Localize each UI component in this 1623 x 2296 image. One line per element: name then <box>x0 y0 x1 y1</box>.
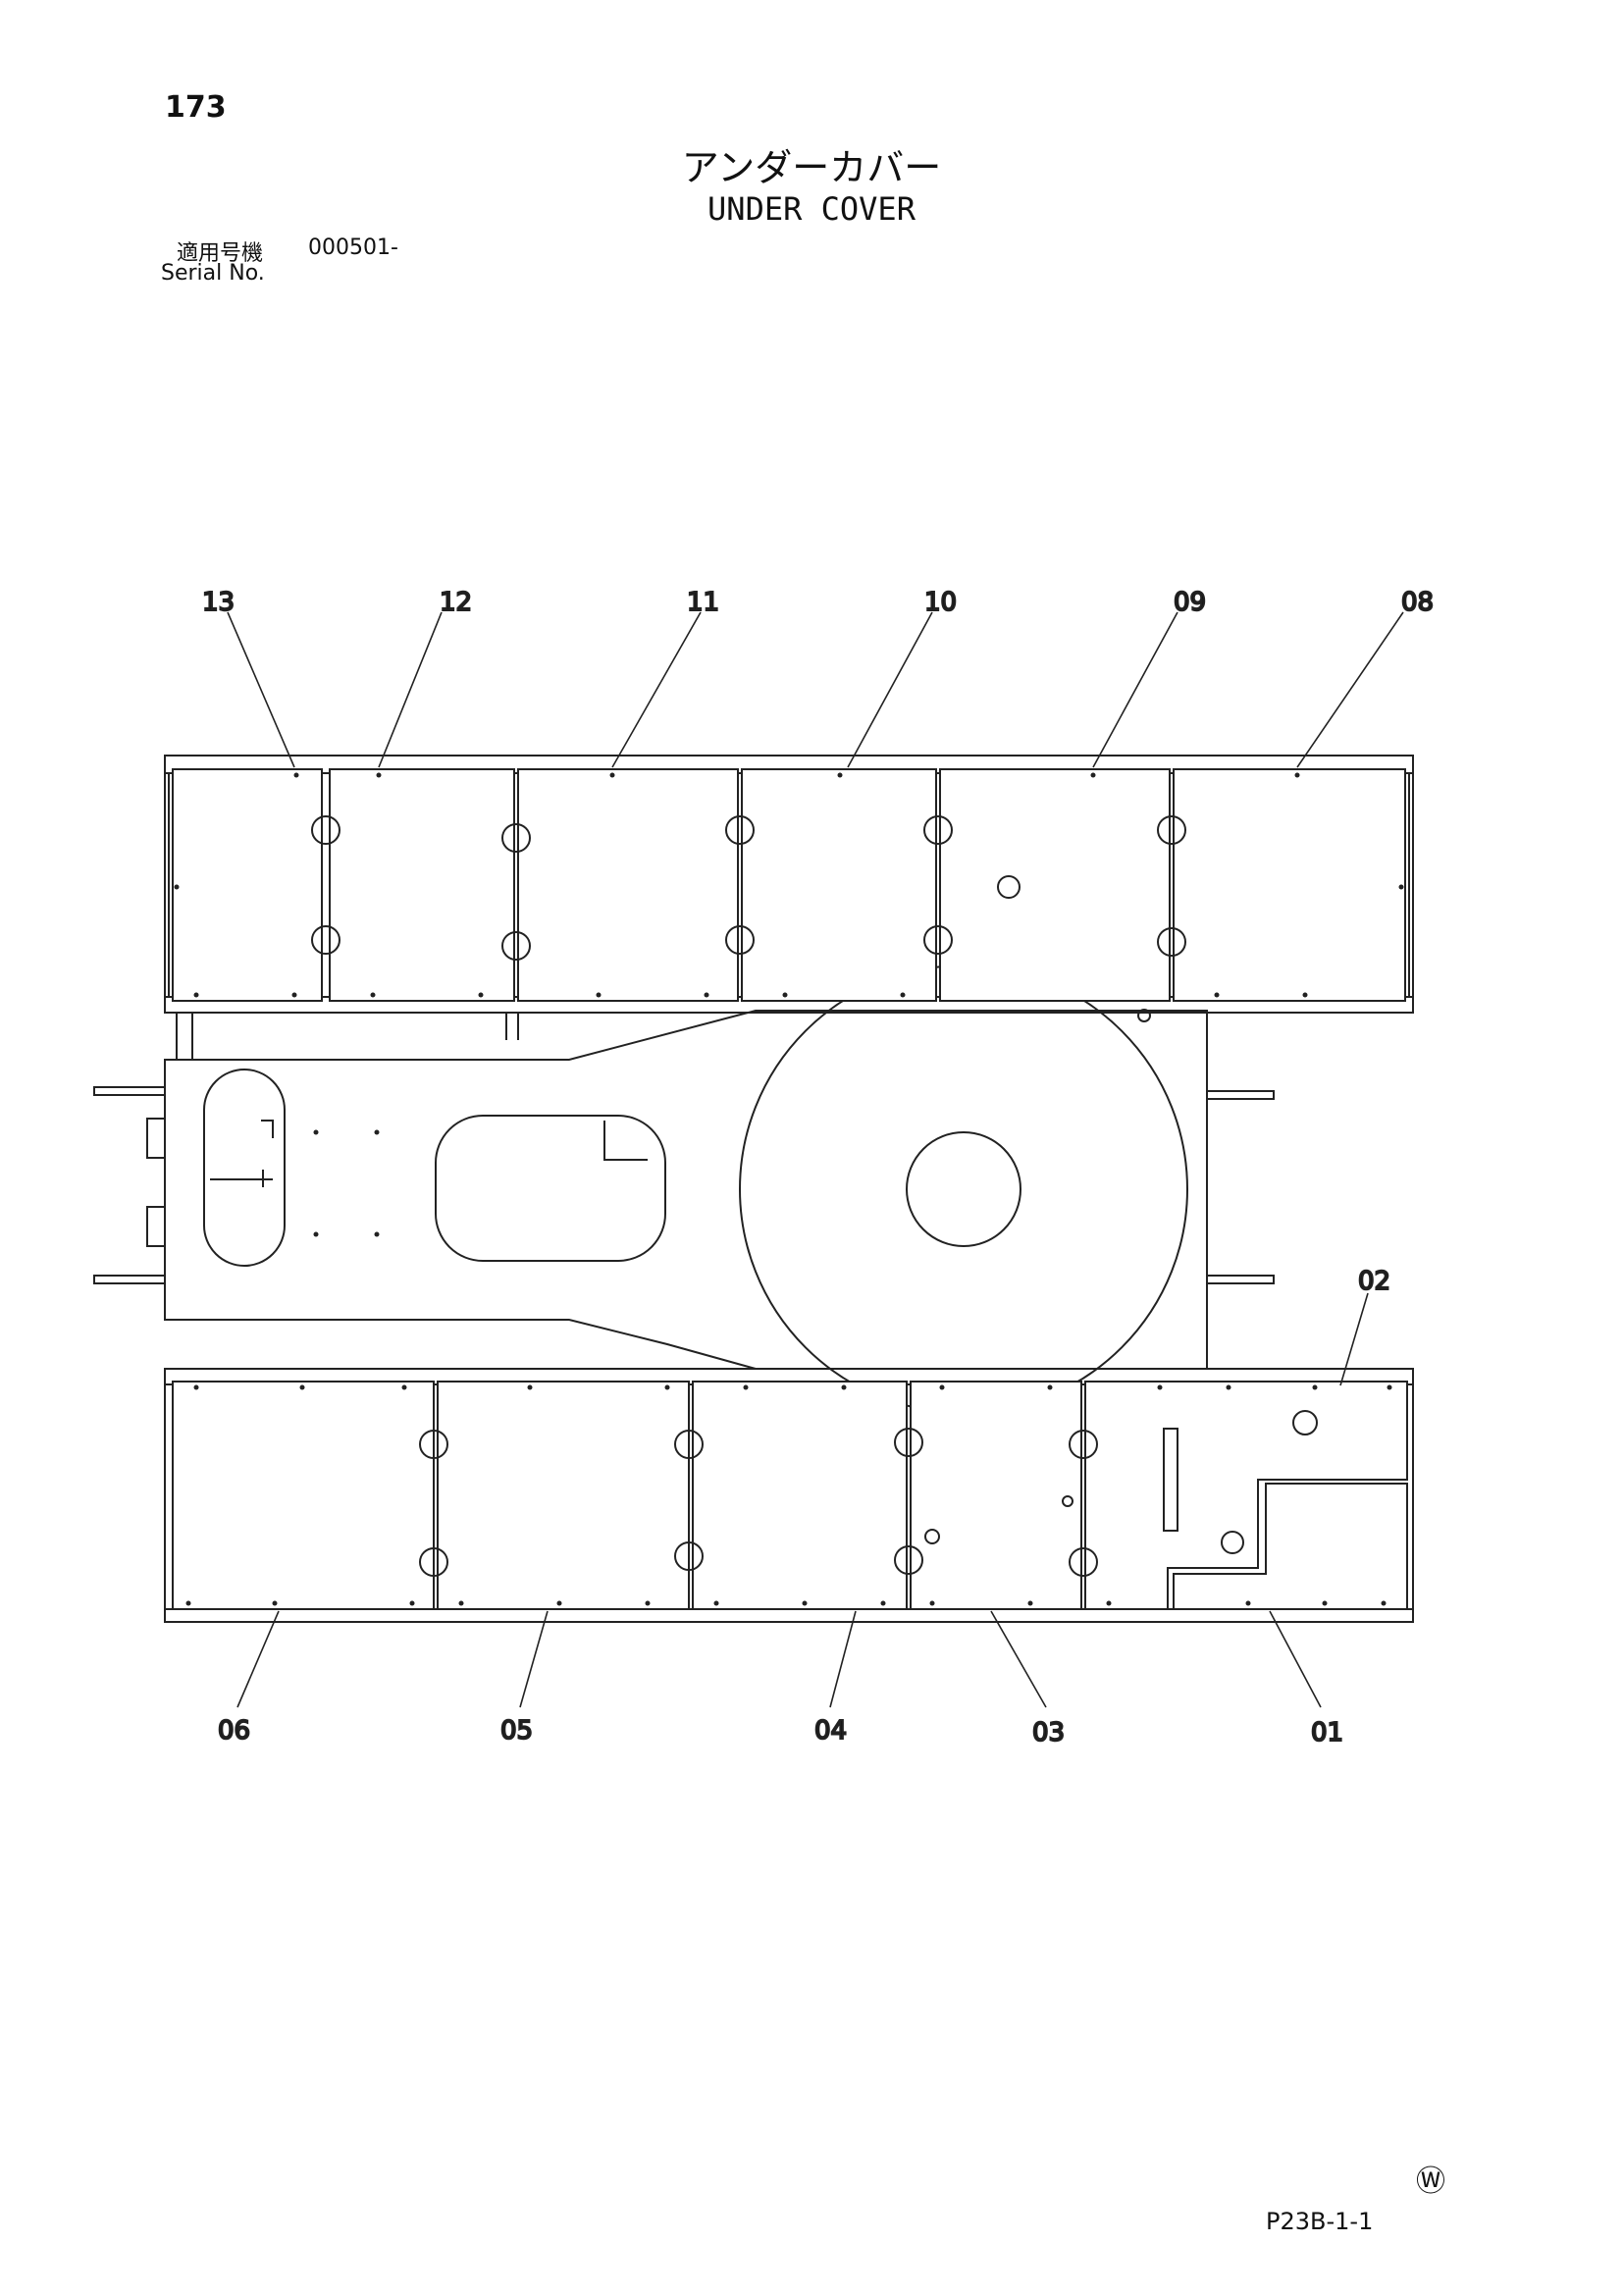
cover-panel-13 <box>172 768 323 1002</box>
cover-panel-03 <box>910 1381 1082 1610</box>
title-english: UNDER COVER <box>707 190 916 228</box>
callout-09: 09 <box>1174 588 1206 617</box>
manufacturer-mark: Ⓦ <box>1416 2165 1445 2199</box>
bottom-cover-panels <box>172 1381 1408 1610</box>
callout-05: 05 <box>500 1716 533 1746</box>
center-rounded-opening <box>435 1115 666 1262</box>
leader-09 <box>1092 611 1178 768</box>
cover-panel-12 <box>329 768 515 1002</box>
callout-11: 11 <box>687 588 719 617</box>
leader-02 <box>1339 1292 1369 1386</box>
axle-stubs <box>93 1086 1275 1284</box>
leader-08 <box>1296 611 1404 768</box>
callout-01: 01 <box>1311 1718 1343 1748</box>
cover-panel-01 <box>1173 1483 1408 1610</box>
cover-panel-04 <box>692 1381 908 1610</box>
swing-bearing-circle <box>739 965 1188 1414</box>
callout-08: 08 <box>1401 588 1434 617</box>
title-japanese: アンダーカバー <box>681 146 942 189</box>
serial-number-value: 000501- <box>308 235 398 260</box>
center-frame <box>164 1010 1208 1370</box>
drawing-code: P23B-1-1 <box>1266 2208 1374 2235</box>
cover-panel-08 <box>1173 768 1406 1002</box>
bottom-panel-dots <box>185 1384 1392 1606</box>
cover-panel-11 <box>517 768 739 1002</box>
leader-05 <box>519 1610 549 1708</box>
leader-03 <box>990 1610 1047 1708</box>
leader-10 <box>847 611 933 768</box>
leader-01 <box>1269 1610 1322 1708</box>
top-cover-panels <box>172 768 1406 1002</box>
leader-12 <box>378 611 443 768</box>
callout-04: 04 <box>814 1716 847 1746</box>
top-bolt-circles <box>311 815 1186 961</box>
serial-label-english: Serial No. <box>161 261 265 286</box>
top-panel-dots <box>174 772 1404 998</box>
page-number: 173 <box>165 90 227 125</box>
cover-panel-09 <box>939 768 1171 1002</box>
left-oval-detail <box>210 1120 274 1187</box>
bottom-bolt-circles <box>419 1410 1318 1577</box>
left-bracket <box>146 1118 165 1247</box>
serial-label-japanese: 適用号機 <box>177 241 264 266</box>
leader-lines <box>227 611 1404 1708</box>
leader-13 <box>227 611 295 768</box>
cover-panel-05 <box>437 1381 690 1610</box>
leader-06 <box>236 1610 280 1708</box>
center-opening-detail <box>603 1121 648 1161</box>
callout-03: 03 <box>1032 1718 1065 1748</box>
cover-panel-06 <box>172 1381 435 1610</box>
callout-12: 12 <box>440 588 472 617</box>
callout-02: 02 <box>1358 1267 1390 1296</box>
cover-panel-10 <box>741 768 937 1002</box>
cover-panel-02 <box>1084 1381 1408 1610</box>
frame-dots <box>313 1129 380 1237</box>
panel-slot <box>1163 1428 1178 1532</box>
leader-11 <box>611 611 702 768</box>
callout-06: 06 <box>218 1716 250 1746</box>
callout-13: 13 <box>202 588 235 617</box>
callout-10: 10 <box>924 588 957 617</box>
leader-04 <box>829 1610 857 1708</box>
swing-bearing-center <box>906 1131 1021 1247</box>
left-oval-opening <box>203 1069 286 1267</box>
frame-small-hole <box>1137 1009 1151 1022</box>
